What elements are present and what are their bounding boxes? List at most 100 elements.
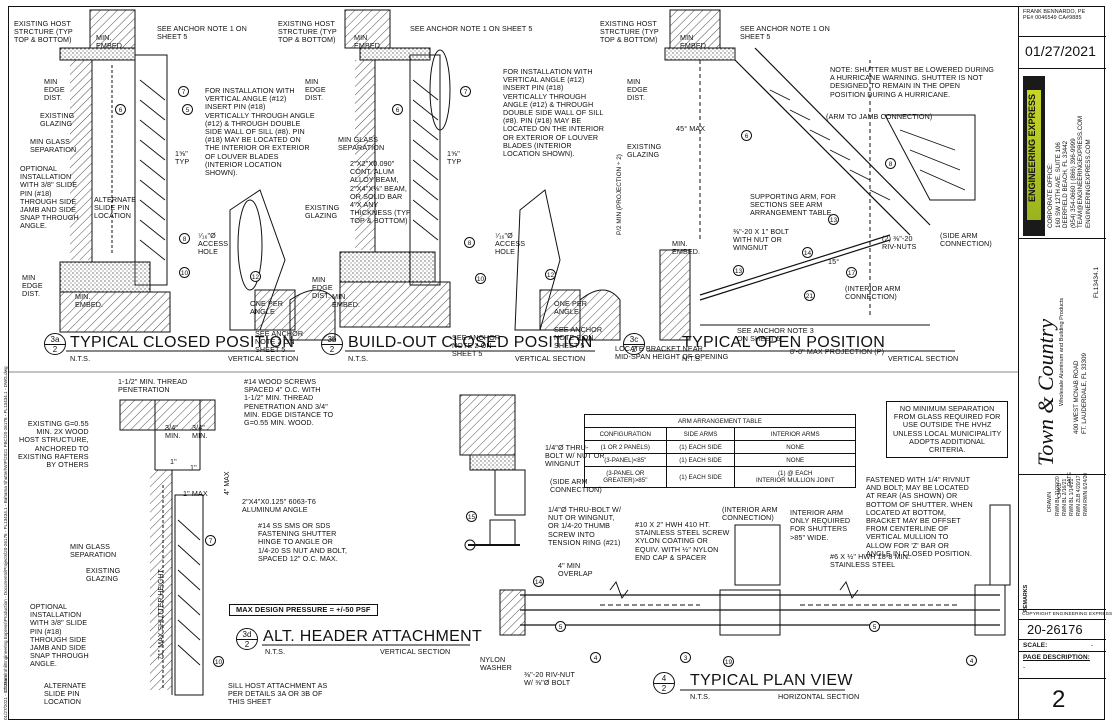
- callout-bubble: 17: [846, 267, 857, 278]
- callout-bubble: 6: [392, 104, 403, 115]
- rev-row: RWN BL 2/16/21: [1062, 478, 1068, 516]
- note-3b-embed: MIN EMBED.: [354, 33, 383, 51]
- page-description-label: PAGE DESCRIPTION:: [1023, 654, 1090, 661]
- callout-bubble: 7: [178, 86, 189, 97]
- detail-3c-title: TYPICAL OPEN POSITION: [682, 334, 886, 351]
- note-3a-oneper: ONE PER ANGLE: [250, 299, 284, 317]
- drawing-sheet: [8, 6, 1105, 720]
- note-3a-host: EXISTING HOST STRCTURE (TYP TOP & BOTTOM…: [14, 19, 73, 45]
- note-3d-glazing: EXISTING GLAZING: [86, 566, 121, 584]
- callout-bubble: 3: [680, 652, 691, 663]
- note-3d-fourmax: 4" MAX: [224, 471, 231, 496]
- detail-3d-view: VERTICAL SECTION: [380, 647, 451, 656]
- note-3b-embed2: MIN EMBED.: [332, 292, 361, 310]
- sheet-date: 01/27/2021: [1025, 43, 1097, 59]
- note-3b-access: ⁷⁄₁₆"Ø ACCESS HOLE: [495, 231, 526, 257]
- callout-bubble: 8: [179, 233, 190, 244]
- note-3a-embed2: MIN. EMBED.: [75, 292, 104, 310]
- note-3d-min: 3/4" MIN.: [165, 423, 181, 441]
- detail-3c-scale: N.T.S.: [682, 354, 703, 363]
- note-3d-screws: #14 WOOD SCREWS SPACED 4" O.C. WITH 1-1/…: [244, 377, 334, 428]
- callout-bubble: 14: [533, 576, 544, 587]
- callout-bubble: 4: [966, 655, 977, 666]
- note-3d-one: 1": [170, 457, 177, 466]
- note-4-intarm: (INTERIOR ARM CONNECTION): [722, 505, 778, 523]
- callout-bubble: 19: [723, 656, 734, 667]
- note-3c-maxproj: 8'-0" MAX PROJECTION (P): [790, 347, 885, 356]
- note-3b-host: EXISTING HOST STRCTURE (TYP TOP & BOTTOM…: [278, 19, 337, 45]
- rev-row: RWN BL 1/14/21: [1069, 478, 1075, 516]
- callout-bubble: 6: [741, 130, 752, 141]
- note-3c-lowered: NOTE: SHUTTER MUST BE LOWERED DURING A H…: [830, 65, 994, 99]
- page-description-value: -: [1023, 664, 1026, 671]
- note-3d-ss: #14 SS SMS OR SDS FASTENING SHUTTER HING…: [258, 521, 348, 563]
- engineer-stamp: FRANK BENNARDO, PE PE# 0046549 CA#9885: [1023, 9, 1086, 22]
- note-3c-rivnuts: (2) ⅜"-20 RIV-NUTS: [882, 234, 917, 252]
- callout-bubble: 14: [802, 247, 813, 258]
- arm-arrangement-table: ARM ARRANGEMENT TABLE CONFIGURATION SIDE…: [584, 414, 856, 488]
- note-3d-min2: 3/4" MIN.: [192, 423, 208, 441]
- design-pressure-label: MAX DESIGN PRESSURE = +/-50 PSF: [229, 604, 378, 617]
- title-block: FRANK BENNARDO, PE PE# 0046549 CA#9885 0…: [1018, 6, 1112, 720]
- note-3b-anchor2: SEE ANCHOR NOTE 2 ON SHEET 5: [554, 325, 603, 351]
- note-3c-bolt: ⅜"-20 x 1" BOLT WITH NUT OR WINGNUT: [733, 227, 790, 253]
- callout-bubble: 13: [733, 265, 744, 276]
- table-cell: (1) EACH SIDE: [665, 440, 736, 454]
- rev-row: RWN BL 11/20/20: [1055, 476, 1061, 516]
- detail-3b-scale: N.T.S.: [348, 354, 369, 363]
- note-3a-access: ⁷⁄₁₆"Ø ACCESS HOLE: [198, 231, 229, 257]
- note-3c-support: SUPPORTING ARM, FOR SECTIONS SEE ARM ARR…: [750, 192, 837, 218]
- note-4-required: INTERIOR ARM ONLY REQUIRED FOR SHUTTERS …: [790, 508, 851, 542]
- detail-4-view: HORIZONTAL SECTION: [778, 692, 860, 701]
- note-3c-intarm: (INTERIOR ARM CONNECTION): [845, 284, 901, 302]
- hvhz-note: NO MINIMUM SEPARATION FROM GLASS REQUIRE…: [886, 401, 1009, 459]
- note-3c-edge: MIN EDGE DIST.: [627, 77, 648, 103]
- note-3b-anchor3: SEE ANCHOR NOTE 2 ON SHEET 5: [452, 333, 501, 359]
- callout-bubble: 7: [205, 535, 216, 546]
- note-3c-embed: MIN EMBED.: [680, 33, 709, 51]
- brand-name: ENGINEERING EXPRESS: [1027, 93, 1037, 202]
- callout-bubble: 7: [460, 86, 471, 97]
- note-3d-max: 1" MAX: [183, 489, 208, 498]
- table-cell: NONE: [734, 453, 856, 467]
- callout-bubble: 5: [182, 104, 193, 115]
- table-header: INTERIOR ARMS: [734, 427, 856, 441]
- table-title: ARM ARRANGEMENT TABLE: [584, 414, 856, 428]
- rev-row: RWN RWN 6/24/20: [1083, 472, 1089, 516]
- detail-3d-scale: N.T.S.: [265, 647, 286, 656]
- detail-3b-view: VERTICAL SECTION: [515, 354, 586, 363]
- table-row: (3-PANEL OR GREATER)>85" (1) EACH SIDE (…: [584, 466, 856, 488]
- note-3d-sep: MIN GLASS SEPARATION: [70, 542, 117, 560]
- note-4-overlap: 4" MIN OVERLAP: [558, 561, 593, 579]
- detail-4-scale: N.T.S.: [690, 692, 711, 701]
- callout-bubble: 12: [250, 271, 261, 282]
- note-3a-edge: MIN EDGE DIST.: [44, 77, 65, 103]
- note-3b-typ: 1⅝" TYP: [447, 149, 462, 167]
- table-cell: (3-PANEL)<85": [584, 453, 667, 467]
- callout-bubble: 10: [213, 656, 224, 667]
- note-3b-glazing: EXISTING GLAZING: [305, 203, 340, 221]
- note-3b-oneper: ONE PER ANGLE: [554, 299, 588, 317]
- note-3a-edge2: MIN EDGE DIST.: [22, 273, 43, 299]
- note-3c-glazing: EXISTING GLAZING: [627, 142, 662, 160]
- note-3b-edge: MIN EDGE DIST.: [305, 77, 326, 103]
- callout-bubble: 13: [828, 214, 839, 225]
- table-cell: (1 OR 2 PANELS): [584, 440, 667, 454]
- note-3c-deg: 15°: [828, 257, 840, 266]
- client-address: 400 WEST MCNAB ROAD FT. LAUDERDALE, FL 3…: [1073, 353, 1088, 434]
- note-3c-host: EXISTING HOST STRCTURE (TYP TOP & BOTTOM…: [600, 19, 659, 45]
- note-3c-armjamb: (ARM TO JAMB CONNECTION): [826, 112, 933, 121]
- table-cell: (3-PANEL OR GREATER)>85": [584, 466, 667, 488]
- detail-3d-title: ALT. HEADER ATTACHMENT: [263, 628, 483, 645]
- note-3d-alt: ALTERNATE SLIDE PIN LOCATION: [44, 681, 87, 707]
- table-cell: (1) @ EACH INTERIOR MULLION JOINT: [734, 466, 856, 488]
- callout-bubble: 5: [869, 621, 880, 632]
- note-3a-anchor: SEE ANCHOR NOTE 1 ON SHEET 5: [157, 24, 247, 42]
- table-row: (1 OR 2 PANELS) (1) EACH SIDE NONE: [584, 440, 856, 454]
- detail-3a-view: VERTICAL SECTION: [228, 354, 299, 363]
- note-4-fastened: FASTENED WITH 1/4" RIVNUT AND BOLT; MAY …: [866, 475, 973, 558]
- note-3a-vert: FOR INSTALLATION WITH VERTICAL ANGLE (#1…: [205, 86, 315, 178]
- note-3c-anchor3: SEE ANCHOR NOTE 3 ON SHEET 5: [737, 326, 814, 344]
